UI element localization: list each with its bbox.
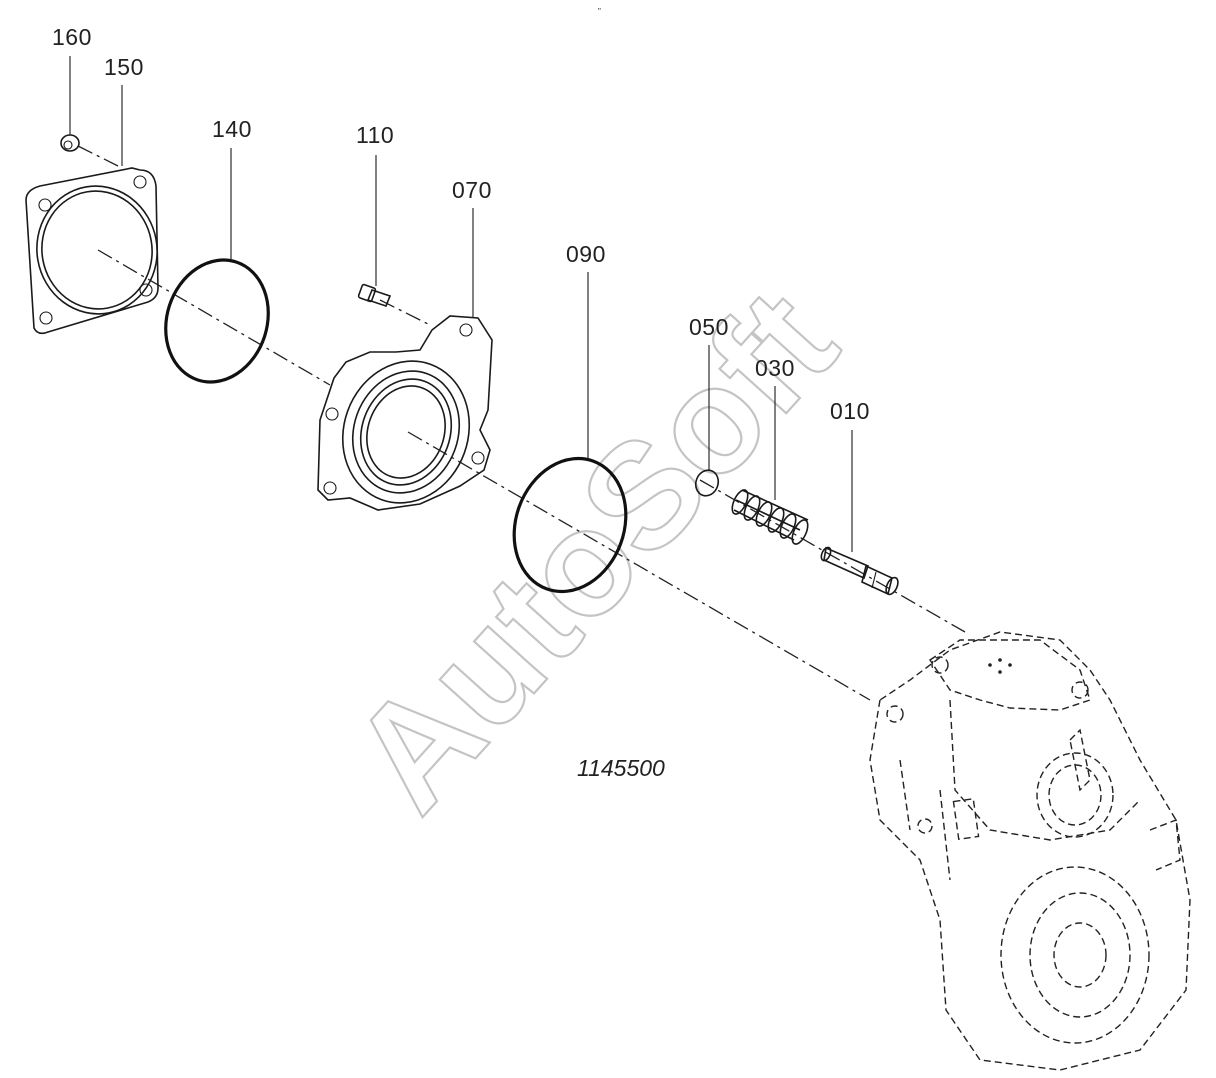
- housing-dot-pattern: [988, 658, 1012, 674]
- part-label-030: 030: [755, 355, 795, 381]
- part-label-010: 010: [830, 398, 870, 424]
- part-label-090: 090: [566, 241, 606, 267]
- part-label-160: 160: [52, 24, 92, 50]
- part-label-140: 140: [212, 116, 252, 142]
- drawing-number: 1145500: [577, 755, 665, 781]
- part-030-spring: [731, 489, 809, 545]
- header-mark: ": [598, 7, 601, 16]
- part-160-washer: [60, 134, 80, 152]
- watermark: AutoSoft: [319, 259, 867, 842]
- part-label-070: 070: [452, 177, 492, 203]
- part-label-110: 110: [356, 122, 394, 148]
- part-labels: 160 150 140 110 070 090 050 030 010: [52, 24, 870, 424]
- part-140-o-ring: [164, 258, 270, 384]
- transmission-housing: [869, 631, 1191, 1071]
- part-010-valve: [820, 546, 899, 596]
- part-label-150: 150: [104, 54, 144, 80]
- part-150-cover-plate: [25, 167, 159, 335]
- part-label-050: 050: [689, 314, 729, 340]
- part-070-housing: [317, 315, 493, 511]
- part-050-ring: [694, 469, 720, 497]
- part-110-bolt: [357, 283, 392, 307]
- part-090-o-ring: [512, 456, 628, 594]
- leader-lines: [69, 56, 853, 552]
